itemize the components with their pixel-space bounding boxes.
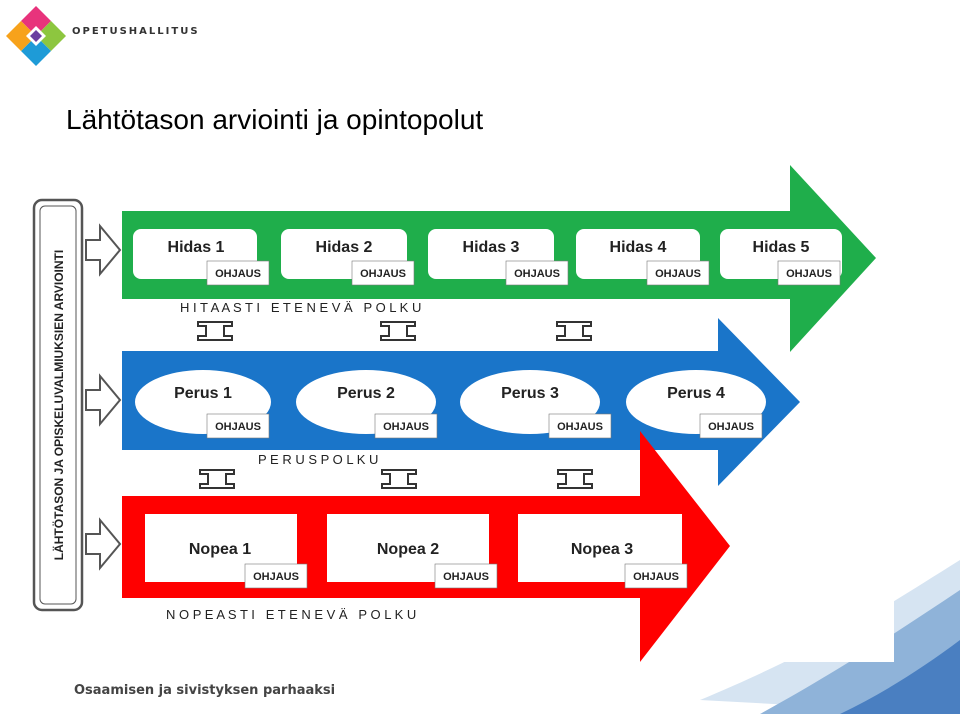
slow-step-4-label: Hidas 4 (610, 239, 667, 256)
slow-step-3-label: Hidas 3 (463, 239, 520, 256)
guidance-label: OHJAUS (633, 571, 679, 583)
guidance-label: OHJAUS (443, 571, 489, 583)
entry-arrow-fast (85, 517, 122, 571)
guidance-label: OHJAUS (708, 421, 754, 433)
fast-step-1-label: Nopea 1 (189, 541, 251, 558)
page-title: Lähtötason arviointi ja opintopolut (66, 104, 484, 135)
entry-arrow-slow (85, 223, 122, 277)
basic-guidance-tags (206, 413, 763, 439)
fast-step-3-label: Nopea 3 (571, 541, 633, 558)
basic-step-2-label: Perus 2 (337, 385, 395, 402)
fast-path-caption: N O P E A S T I E T E N E V Ä P O L K U (166, 607, 416, 622)
slow-path-caption: H I T A A S T I E T E N E V Ä P O L K U (180, 300, 421, 315)
slow-step-5-label: Hidas 5 (753, 239, 810, 256)
guidance-label: OHJAUS (360, 268, 406, 280)
logo-left (6, 21, 36, 51)
basic-step-3-label: Perus 3 (501, 385, 559, 402)
assessment-label: LÄHTÖTASON JA OPISKELUVALMIUKSIEN ARVIOI… (51, 250, 66, 560)
guidance-label: OHJAUS (655, 268, 701, 280)
slow-step-2-label: Hidas 2 (316, 239, 373, 256)
fast-step-2-label: Nopea 2 (377, 541, 439, 558)
slow-guidance-tags (206, 260, 841, 286)
transfer-connectors-bottom (199, 469, 593, 489)
logo-text: OPETUSHALLITUS (72, 26, 200, 37)
guidance-label: OHJAUS (383, 421, 429, 433)
guidance-label: OHJAUS (786, 268, 832, 280)
basic-step-1-label: Perus 1 (174, 385, 232, 402)
slow-step-1-label: Hidas 1 (168, 239, 225, 256)
assessment-box (32, 198, 84, 612)
guidance-label: OHJAUS (557, 421, 603, 433)
guidance-label: OHJAUS (215, 268, 261, 280)
basic-step-4-label: Perus 4 (667, 385, 725, 402)
transfer-connectors-top (197, 321, 592, 341)
entry-arrow-basic (85, 373, 122, 427)
footer-tagline: Osaamisen ja sivistyksen parhaaksi (74, 683, 336, 698)
fast-guidance-tags (244, 563, 688, 589)
guidance-label: OHJAUS (253, 571, 299, 583)
guidance-label: OHJAUS (514, 268, 560, 280)
guidance-label: OHJAUS (215, 421, 261, 433)
opetushallitus-logo (6, 6, 66, 66)
basic-path-caption: P E R U S P O L K U (258, 452, 378, 467)
